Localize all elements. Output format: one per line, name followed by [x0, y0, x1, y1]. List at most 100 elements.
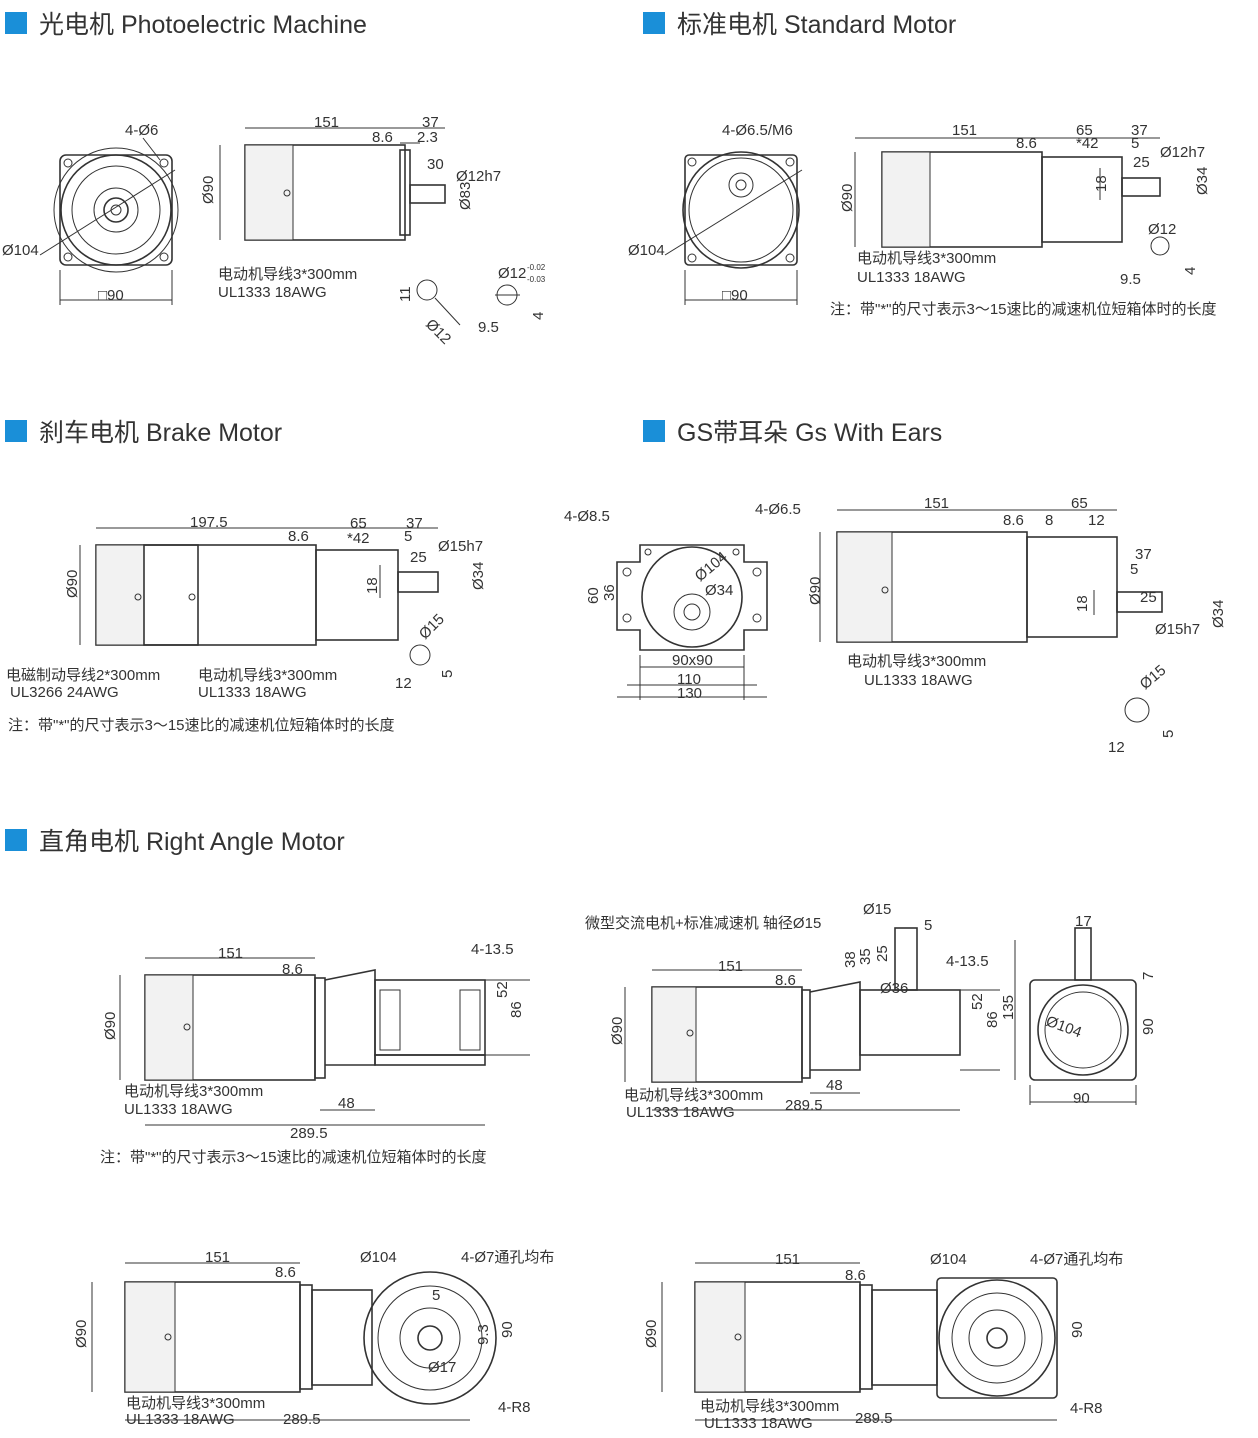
note-standard: 注：带"*"的尺寸表示3～15速比的减速机位短箱体时的长度: [830, 301, 1217, 318]
dim-4: 4: [530, 312, 547, 320]
dim-ra3-d17: Ø17: [428, 1359, 456, 1376]
dim-ra3-d90: Ø90: [73, 1320, 90, 1348]
ra-end-view: [1014, 927, 1137, 1105]
dim-ears-8-6: 8.6: [1003, 512, 1024, 529]
dim-ra1-8-6: 8.6: [282, 961, 303, 978]
dim-std-8-6: 8.6: [1016, 135, 1037, 152]
dim-30: 30: [427, 156, 444, 173]
brake-motor-spec: UL1333 18AWG: [198, 684, 307, 701]
dim-ra1-86: 86: [508, 1001, 525, 1018]
dim-brake-d90: Ø90: [64, 570, 81, 598]
dim-std-5: 5: [1131, 135, 1139, 152]
dim-ears-12: 12: [1088, 512, 1105, 529]
lead-wire-label: 电动机导线3*300mm: [218, 266, 357, 283]
dim-ra1-d90: Ø90: [102, 1012, 119, 1040]
dim-ears-d34: Ø34: [705, 582, 733, 599]
dim-ra3-151: 151: [205, 1249, 230, 1266]
dim-brake-d15h7: Ø15h7: [438, 538, 483, 555]
dim-ra2-52: 52: [969, 993, 986, 1010]
dim-ra-end-90: 90: [1140, 1018, 1157, 1035]
dim-ears-d104: Ø104: [692, 548, 731, 585]
dim-d90: Ø90: [200, 176, 217, 204]
dim-ra2-38: 38: [842, 951, 859, 968]
dim-std-65: 65: [1076, 122, 1093, 139]
dim-ra3-4d7: 4-Ø7通孔均布: [461, 1249, 554, 1266]
dim-ears-d15: Ø15: [1137, 662, 1170, 693]
dim-ears-8: 8: [1045, 512, 1053, 529]
dim-brake-12: 12: [395, 675, 412, 692]
ra-side-view-1: [119, 957, 530, 1126]
dim-brake-37: 37: [406, 515, 423, 532]
dim-std-18: 18: [1093, 175, 1110, 192]
dim-std-sq90: □90: [722, 287, 748, 304]
note-right-angle: 注：带"*"的尺寸表示3～15速比的减速机位短箱体时的长度: [100, 1149, 487, 1166]
dim-ears-151: 151: [924, 495, 949, 512]
dim-4d65m6: 4-Ø6.5/M6: [722, 122, 793, 139]
dim-ears-d34b: Ø34: [1210, 600, 1227, 628]
dim-ra4-d90: Ø90: [643, 1320, 660, 1348]
dim-brake-8-6: 8.6: [288, 528, 309, 545]
ra1-lead-spec: UL1333 18AWG: [124, 1101, 233, 1118]
dim-d12h7: Ø12h7: [456, 168, 501, 185]
dim-ra1-289-5: 289.5: [290, 1125, 328, 1142]
section-marker-icon: [5, 12, 27, 34]
section-title-ears: GS带耳朵 Gs With Ears: [643, 413, 942, 449]
tol-a: -0.02: [527, 263, 546, 272]
ra3-lead-spec: UL1333 18AWG: [126, 1411, 235, 1428]
dim-ears-60: 60: [585, 587, 602, 604]
standard-side-view: [854, 137, 1161, 248]
dim-ra4-151: 151: [775, 1251, 800, 1268]
section-marker-icon: [5, 420, 27, 442]
dim-sq90: □90: [98, 287, 124, 304]
dim-ra3-5: 5: [432, 1287, 440, 1304]
dim-151: 151: [314, 114, 339, 131]
dim-brake-25: 25: [410, 549, 427, 566]
dim-ra4-8-6: 8.6: [845, 1267, 866, 1284]
dim-std-37: 37: [1131, 122, 1148, 139]
dim-ra3-9-3: 9.3: [475, 1324, 492, 1345]
ra-caption: 微型交流电机+标准减速机 轴径Ø15: [585, 914, 821, 932]
dim-std-d12: Ø12: [1148, 221, 1176, 238]
dim-ra4-90: 90: [1069, 1321, 1086, 1338]
dim-brake-18: 18: [364, 577, 381, 594]
dim-std-25: 25: [1133, 154, 1150, 171]
dim-ra-end-17: 17: [1075, 913, 1092, 930]
dim-std-d12h7: Ø12h7: [1160, 144, 1205, 161]
dim-ra4-d104: Ø104: [930, 1251, 967, 1268]
dim-ra2-48: 48: [826, 1077, 843, 1094]
dim-4d6: 4-Ø6: [125, 122, 158, 139]
dim-ears-d90: Ø90: [807, 577, 824, 605]
photoelectric-side-view: [219, 127, 446, 241]
dim-brake-5: 5: [404, 528, 412, 545]
dim-std-d90: Ø90: [839, 184, 856, 212]
dim-ra2-25: 25: [874, 945, 891, 962]
brake-lead-spec: UL3266 24AWG: [10, 684, 119, 701]
dim-ears-130: 130: [677, 685, 702, 702]
dim-9-5: 9.5: [478, 319, 499, 336]
ra4-lead-spec: UL1333 18AWG: [704, 1415, 813, 1432]
ears-lead-spec: UL1333 18AWG: [864, 672, 973, 689]
dim-ra2-151: 151: [718, 958, 743, 975]
dim-ears-d15h7: Ø15h7: [1155, 621, 1200, 638]
ra1-lead-wire: 电动机导线3*300mm: [124, 1083, 263, 1100]
dim-ra2-4-13-5: 4-13.5: [946, 953, 989, 970]
dim-d12-b: Ø12: [498, 265, 526, 282]
dim-ra1-151: 151: [218, 945, 243, 962]
dim-ra3-8-6: 8.6: [275, 1264, 296, 1281]
dim-brake-197-5: 197.5: [190, 514, 228, 531]
dim-ears-90x90: 90x90: [672, 652, 713, 669]
brake-lead-wire: 电磁制动导线2*300mm: [6, 667, 160, 684]
dim-ears-18: 18: [1074, 595, 1091, 612]
dim-ears-110: 110: [677, 671, 701, 688]
dim-ears-65: 65: [1071, 495, 1088, 512]
ra-side-view-3: [91, 1262, 497, 1421]
dim-brake-d15: Ø15: [416, 611, 448, 643]
ears-front-view: [616, 544, 768, 700]
dim-ra2-35: 35: [857, 948, 874, 965]
dim-ra3-d104: Ø104: [360, 1249, 397, 1266]
dim-d83: Ø83: [457, 182, 474, 210]
dim-ra2-135: 135: [1000, 995, 1017, 1020]
section-title-right-angle: 直角电机 Right Angle Motor: [5, 822, 345, 858]
dim-ra-end-90b: 90: [1073, 1090, 1090, 1107]
dim-brake-key5: 5: [439, 670, 456, 678]
